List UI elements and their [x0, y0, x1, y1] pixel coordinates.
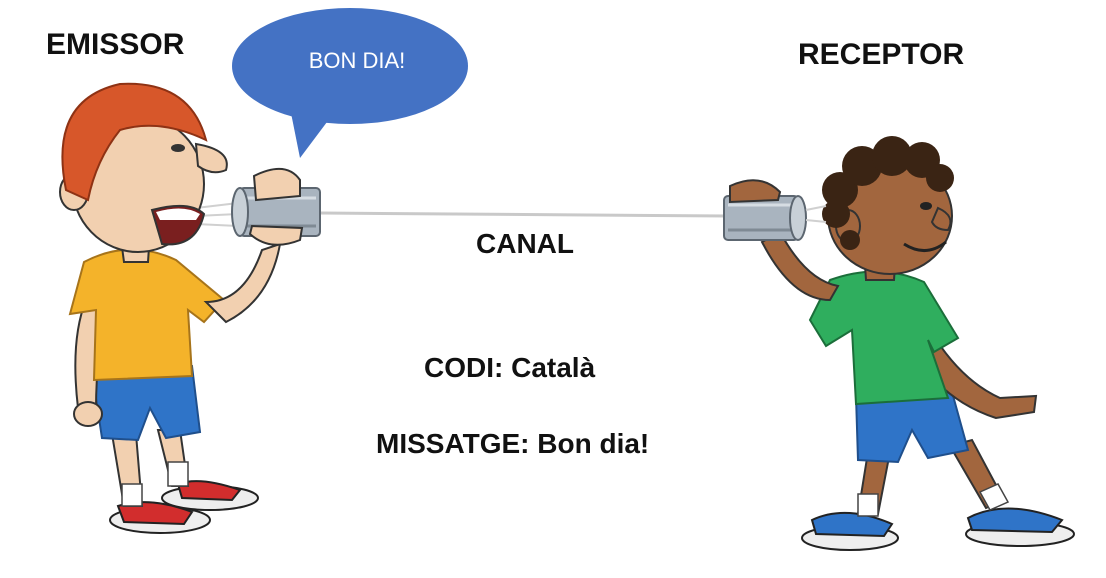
- receiver-shorts: [854, 390, 970, 464]
- message-label: MISSATGE: Bon dia!: [376, 428, 650, 459]
- sender-shirt: [68, 248, 226, 382]
- sound-lines-icon: [805, 205, 827, 223]
- sender-hair: [61, 82, 208, 202]
- receiver-shirt: [808, 270, 960, 406]
- sender-label: EMISSOR: [46, 28, 185, 61]
- channel-label: CANAL: [476, 228, 574, 259]
- speech-bubble: [232, 8, 468, 158]
- receiver-character: [723, 136, 1075, 551]
- code-label: CODI: Català: [424, 352, 596, 383]
- tin-can-string: [319, 211, 729, 218]
- receiver-hair: [822, 136, 954, 250]
- receiver-shoes: [801, 507, 1075, 551]
- speech-bubble-text: BON DIA!: [308, 48, 406, 73]
- sender-character: [59, 82, 321, 534]
- receiver-tin-can: [723, 195, 807, 241]
- sender-shorts: [90, 364, 202, 442]
- receiver-label: RECEPTOR: [798, 38, 965, 71]
